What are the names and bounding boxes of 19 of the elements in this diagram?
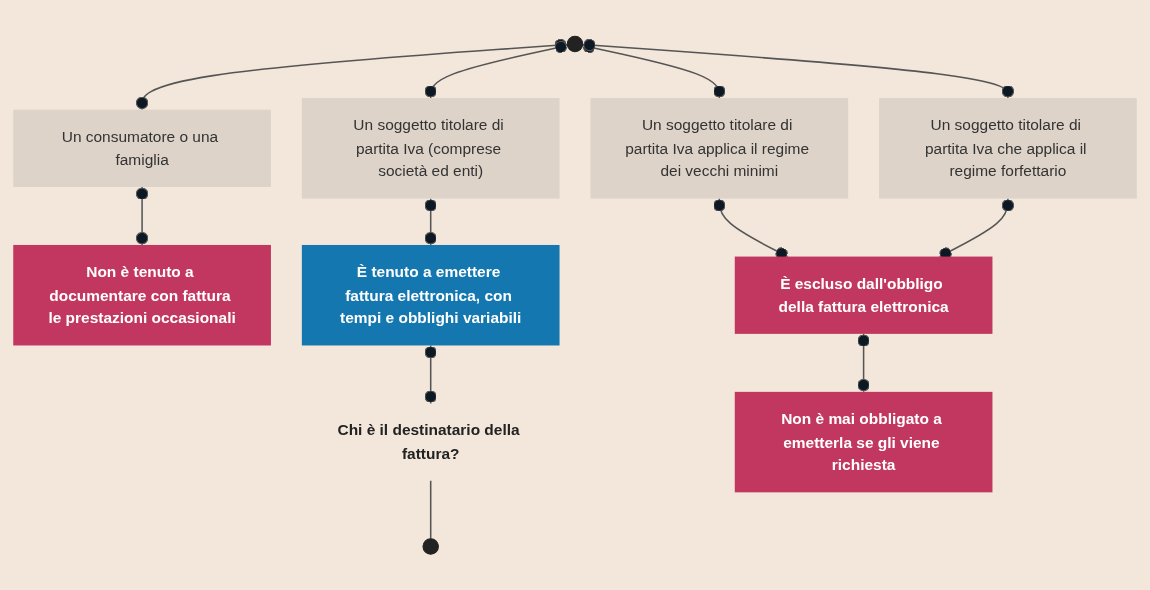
- node-text: Chi è il destinatario della fattura?: [337, 420, 520, 462]
- connector: [581, 38, 1015, 99]
- connector: [424, 197, 437, 246]
- node-box: Non è mai obbligato a emetterla se gli viene richiesta: [734, 391, 993, 493]
- node-circle: [422, 538, 439, 555]
- node-box: Un soggetto titolare di partita Iva applica il regime dei vecchi minimi: [590, 97, 849, 199]
- node-box: Un soggetto titolare di partita Iva che applica il regime forfettario: [879, 97, 1137, 199]
- node-box: È tenuto a emettere fattura elettronica, con tempi e obblighi variabili: [301, 244, 560, 346]
- connector: [424, 40, 569, 99]
- connector: [429, 479, 432, 540]
- node-box: Un soggetto titolare di partita Iva (comprese società ed enti): [301, 97, 560, 199]
- node-box: È escluso dall'obbligo della fattura elettronica: [734, 256, 993, 334]
- connector: [424, 344, 437, 404]
- connector: [135, 38, 569, 111]
- node-box: Un consumatore o una famiglia: [13, 109, 271, 187]
- connector: [135, 186, 149, 246]
- node-circle: [566, 35, 584, 52]
- node-box: Non è tenuto a documentare con fattura le prestazioni occasionali: [13, 244, 271, 346]
- connector: [857, 332, 870, 393]
